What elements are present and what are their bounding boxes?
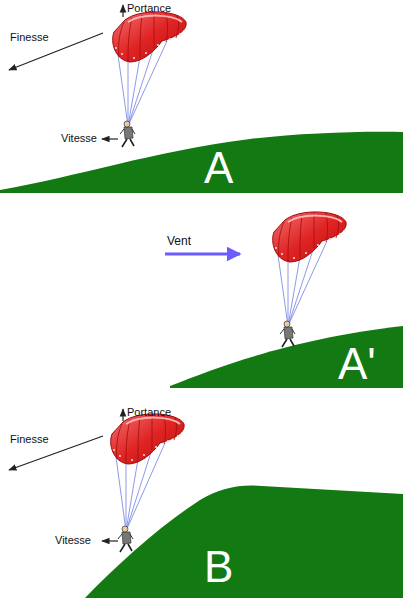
wing-dot <box>169 38 171 40</box>
wing-highlight <box>126 418 180 424</box>
wing <box>273 212 346 262</box>
wing-dot <box>131 459 133 461</box>
wing-rib <box>152 415 153 450</box>
wing-rib <box>117 424 122 459</box>
wing-dot <box>145 52 147 54</box>
panel-letter: B <box>204 545 233 589</box>
panel-letter: A' <box>338 342 376 386</box>
paraglider <box>113 12 186 147</box>
wing-highlight <box>288 216 342 222</box>
wing-dot <box>305 252 307 254</box>
force-label: Vitesse <box>61 133 97 144</box>
panel-letter: A <box>204 146 233 190</box>
wing-rib <box>128 18 132 61</box>
force-label: Vitesse <box>55 535 91 546</box>
wing-highlight <box>128 16 182 22</box>
wing-dot <box>113 449 115 451</box>
wing-rib <box>119 22 124 57</box>
hill <box>170 326 403 388</box>
wing <box>111 414 184 464</box>
suspension-line <box>278 255 288 326</box>
wing-dot <box>293 257 295 259</box>
wing-dot <box>133 57 135 59</box>
wing-rib <box>138 417 140 460</box>
wind-label: Vent <box>167 235 191 247</box>
speed-arrow <box>102 540 118 541</box>
force-label: Portance <box>127 3 171 14</box>
wing-dot <box>317 244 319 246</box>
suspension-line <box>126 462 127 531</box>
wing-dot <box>177 435 179 437</box>
wing-dot <box>339 233 341 235</box>
wing-dot <box>143 454 145 456</box>
wing-dot <box>155 446 157 448</box>
suspension-line <box>288 257 300 326</box>
paraglider <box>273 212 346 347</box>
wing-dot <box>157 44 159 46</box>
pilot <box>280 321 295 347</box>
wing-dot <box>281 253 283 255</box>
force-label: Finesse <box>10 32 49 43</box>
suspension-line <box>118 55 128 126</box>
glide-arrow <box>9 33 103 70</box>
wing-dot <box>329 238 331 240</box>
wing-rib <box>126 420 130 463</box>
wing-dot <box>179 33 181 35</box>
wing-rib <box>314 213 315 248</box>
wing-dot <box>121 53 123 55</box>
suspension-line <box>128 57 140 126</box>
suspension-line <box>288 260 289 326</box>
paraglider <box>111 414 184 552</box>
speed-arrow <box>102 138 118 139</box>
wing-dot <box>275 247 277 249</box>
wing-rib <box>279 222 284 257</box>
wing-rib <box>288 218 292 261</box>
lift-arrow <box>122 5 123 17</box>
pilot <box>118 526 133 552</box>
suspension-line <box>128 60 129 126</box>
wing-dot <box>119 455 121 457</box>
force-label: Finesse <box>10 434 49 445</box>
lift-arrow <box>122 409 123 421</box>
wing <box>113 12 186 62</box>
hill <box>85 486 403 598</box>
wind-arrow <box>165 253 240 256</box>
wing-dot <box>167 440 169 442</box>
hill <box>0 132 403 193</box>
suspension-line <box>116 457 126 531</box>
suspension-line <box>126 459 138 531</box>
force-label: Portance <box>127 407 171 418</box>
wing-rib <box>154 13 155 48</box>
wing-rib <box>140 15 142 58</box>
wing-rib <box>300 215 302 258</box>
pilot <box>120 121 135 147</box>
wing-dot <box>115 47 117 49</box>
